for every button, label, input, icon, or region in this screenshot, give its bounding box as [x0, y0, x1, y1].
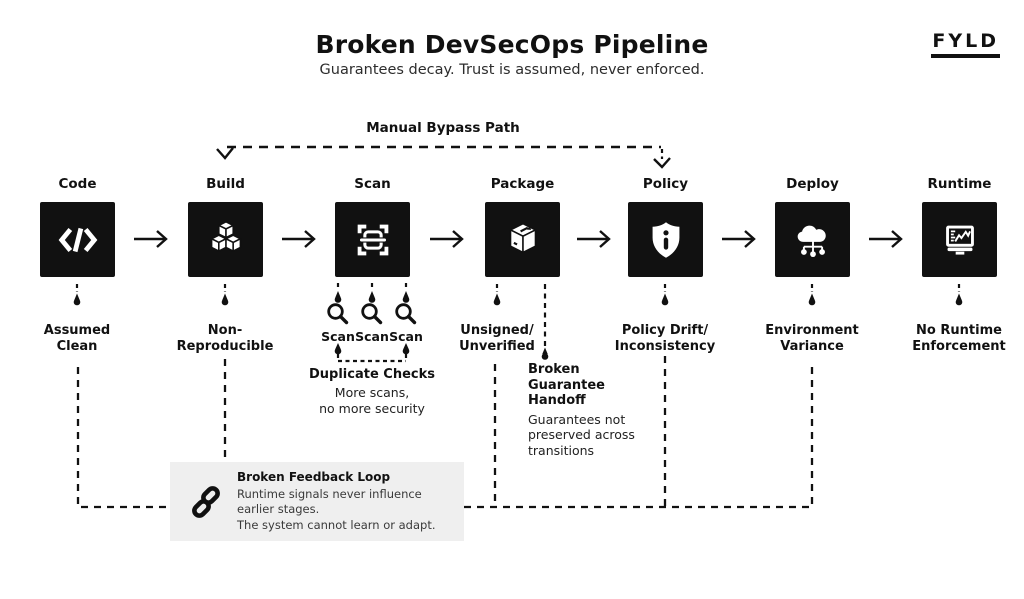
broken-feedback-loop-panel: Broken Feedback Loop Runtime signals nev… [170, 462, 464, 541]
stage-label-deploy: Deploy [786, 176, 839, 192]
guarantee-handoff-block: Broken Guarantee Handoff Guarantees not … [528, 362, 658, 459]
scan-merge-connector [334, 343, 410, 363]
page-title: Broken DevSecOps Pipeline [315, 30, 709, 59]
code-icon [58, 227, 97, 252]
manual-bypass-path-label: Manual Bypass Path [366, 120, 520, 136]
stage-code: Code [40, 176, 115, 277]
stage-label-code: Code [58, 176, 97, 192]
feedback-loop-text: Broken Feedback Loop Runtime signals nev… [237, 470, 464, 534]
stage-label-scan: Scan [354, 176, 391, 192]
stage-box-scan [335, 202, 410, 277]
feedback-loop-body: Runtime signals never influence earlier … [237, 486, 436, 532]
page-subtitle: Guarantees decay. Trust is assumed, neve… [319, 62, 705, 78]
magnifier-icon [361, 303, 383, 325]
stage-box-code [40, 202, 115, 277]
duplicate-checks-body: More scans, no more security [319, 385, 425, 417]
stage-package: Package [485, 176, 560, 277]
monitor-chart-icon [945, 225, 974, 255]
shield-info-icon [652, 221, 679, 258]
scan-frame-icon [357, 224, 388, 255]
stage-box-policy [628, 202, 703, 277]
stage-box-package [485, 202, 560, 277]
duplicate-checks-title: Duplicate Checks [308, 367, 435, 382]
package-box-icon [509, 222, 536, 253]
note-package: Unsigned/ Unverified [459, 323, 535, 354]
stage-box-build [188, 202, 263, 277]
note-code: Assumed Clean [43, 323, 111, 354]
cubes-icon [210, 220, 241, 252]
stage-box-runtime [922, 202, 997, 277]
stage-label-runtime: Runtime [927, 176, 992, 192]
guarantee-handoff-title: Broken Guarantee Handoff [528, 362, 605, 409]
feedback-loop-title: Broken Feedback Loop [237, 469, 391, 484]
stage-build: Build [188, 176, 263, 277]
stage-runtime: Runtime [922, 176, 997, 277]
note-runtime: No Runtime Enforcement [912, 323, 1006, 354]
brand-logo: FYLD [931, 32, 1000, 58]
note-build: Non- Reproducible [176, 323, 274, 354]
duplicate-checks-block: Duplicate Checks More scans, no more sec… [282, 367, 462, 418]
manual-bypass-path-line [216, 145, 671, 169]
scan-repeat-label: Scan [389, 329, 423, 344]
magnifier-icon [395, 303, 417, 325]
guarantee-handoff-body: Guarantees not preserved across transiti… [528, 411, 635, 459]
broken-chain-icon [192, 485, 220, 518]
note-deploy: Environment Variance [765, 323, 859, 354]
scan-repeat-label: Scan [355, 329, 389, 344]
stage-deploy: Deploy [775, 176, 850, 277]
stage-label-package: Package [490, 176, 555, 192]
stage-label-build: Build [206, 176, 245, 192]
stage-box-deploy [775, 202, 850, 277]
stage-label-policy: Policy [642, 176, 689, 192]
scan-repeat-label: Scan [321, 329, 355, 344]
cloud-network-icon [797, 225, 826, 257]
note-policy: Policy Drift/ Inconsistency [614, 323, 716, 354]
duplicate-scan-labels: Scan Scan Scan [321, 329, 423, 344]
magnifier-icon [327, 303, 349, 325]
stage-scan: Scan [335, 176, 410, 277]
stage-policy: Policy [628, 176, 703, 277]
